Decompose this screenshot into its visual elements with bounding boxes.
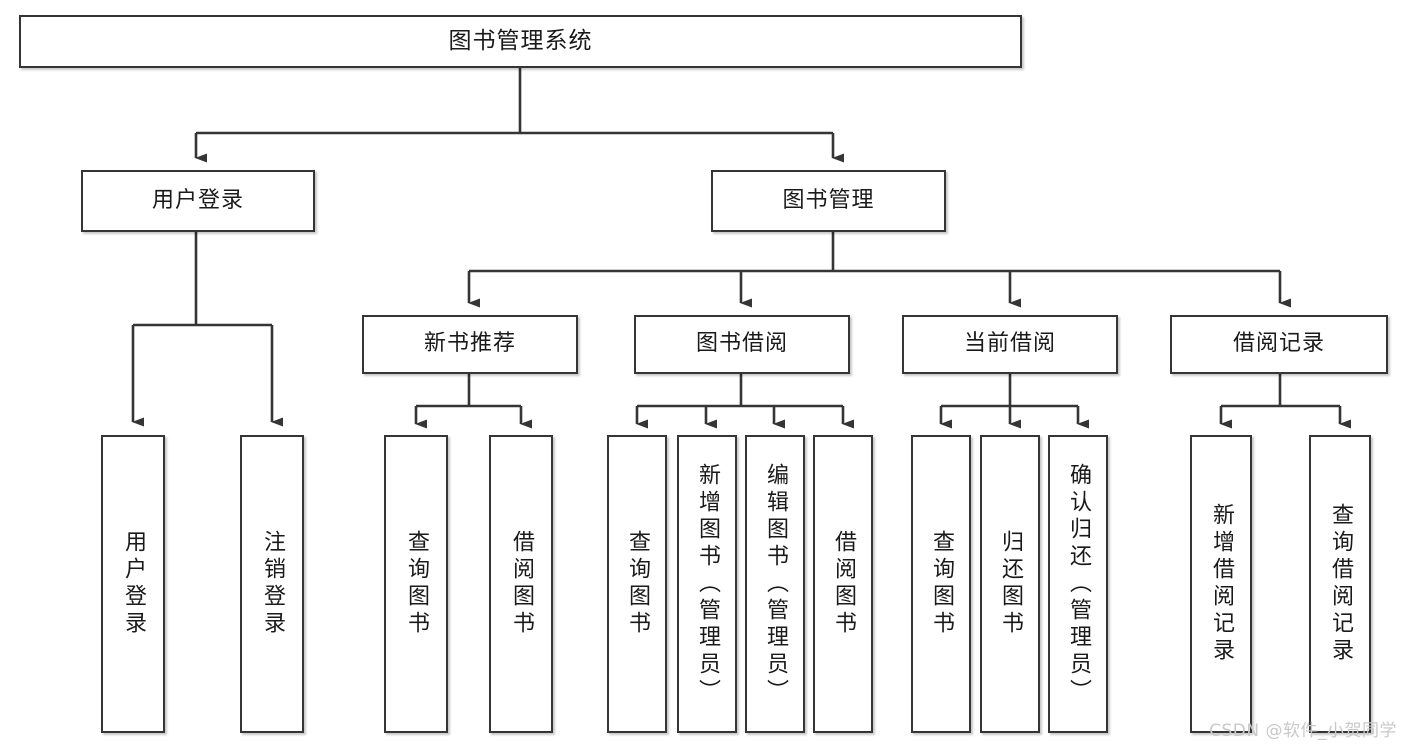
- node-root-system[interactable]: 图书管理系统: [19, 15, 1022, 68]
- node-label: 图书管理: [782, 187, 875, 213]
- node-label: 查询图书: [929, 530, 954, 638]
- node-label: 新书推荐: [423, 331, 516, 357]
- node-label: 查询借阅记录: [1328, 503, 1353, 665]
- node-current-borrow[interactable]: 当前借阅: [902, 315, 1118, 374]
- node-label: 用户登录: [121, 530, 146, 638]
- leaf-query-borrow-record[interactable]: 查询借阅记录: [1309, 435, 1371, 733]
- node-label: 归还图书: [998, 530, 1023, 638]
- leaf-new-book-query[interactable]: 查询图书: [384, 435, 448, 733]
- node-book-borrow[interactable]: 图书借阅: [634, 315, 850, 374]
- node-label: 借阅图书: [831, 530, 856, 638]
- node-label: 确认归还（管理员）: [1066, 462, 1091, 706]
- node-label: 注销登录: [260, 530, 285, 638]
- leaf-add-borrow-record[interactable]: 新增借阅记录: [1190, 435, 1252, 733]
- node-label: 查询图书: [404, 530, 429, 638]
- node-label: 查询图书: [625, 530, 650, 638]
- leaf-book-add-admin[interactable]: 新增图书（管理员）: [677, 435, 737, 733]
- leaf-confirm-return-admin[interactable]: 确认归还（管理员）: [1048, 435, 1108, 733]
- node-label: 当前借阅: [963, 331, 1056, 357]
- leaf-current-query[interactable]: 查询图书: [911, 435, 971, 733]
- node-label: 借阅图书: [509, 530, 534, 638]
- leaf-book-borrow-action[interactable]: 借阅图书: [813, 435, 873, 733]
- node-book-manage[interactable]: 图书管理: [711, 170, 946, 232]
- node-label: 新增借阅记录: [1209, 503, 1234, 665]
- node-label: 新增图书（管理员）: [695, 462, 720, 706]
- node-label: 图书管理系统: [448, 27, 593, 54]
- node-borrow-record[interactable]: 借阅记录: [1170, 315, 1388, 374]
- leaf-logout[interactable]: 注销登录: [240, 435, 304, 733]
- leaf-new-book-borrow[interactable]: 借阅图书: [489, 435, 553, 733]
- leaf-return-book[interactable]: 归还图书: [980, 435, 1040, 733]
- leaf-user-login[interactable]: 用户登录: [101, 435, 165, 733]
- watermark-text: CSDN @软件_小贺同学: [1209, 721, 1397, 741]
- node-label: 图书借阅: [695, 331, 788, 357]
- leaf-book-edit-admin[interactable]: 编辑图书（管理员）: [745, 435, 805, 733]
- node-label: 用户登录: [151, 187, 244, 213]
- node-user-login[interactable]: 用户登录: [81, 170, 315, 232]
- node-label: 编辑图书（管理员）: [763, 462, 788, 706]
- node-label: 借阅记录: [1232, 331, 1325, 357]
- leaf-book-borrow-query[interactable]: 查询图书: [607, 435, 667, 733]
- node-new-book-recommend[interactable]: 新书推荐: [362, 315, 578, 374]
